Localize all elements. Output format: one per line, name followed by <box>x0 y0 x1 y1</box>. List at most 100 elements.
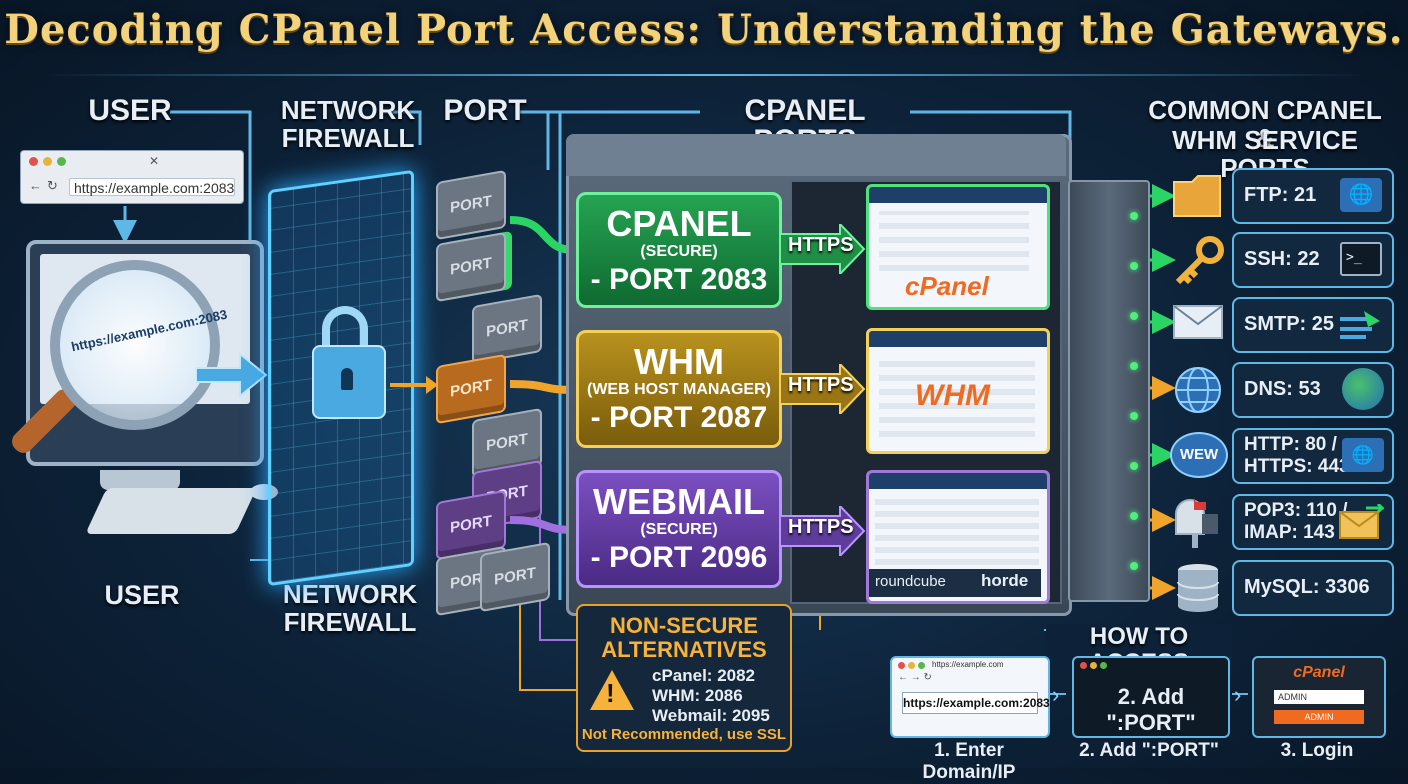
nonsecure-whm: WHM: 2086 <box>652 686 743 705</box>
firewall-to-port-arrow <box>390 376 438 394</box>
step1-tab: https://example.com <box>932 660 1004 669</box>
nonsecure-box: NON-SECURE ALTERNATIVES ! cPanel: 2082 W… <box>576 604 792 752</box>
user-header-bottom: USER <box>104 580 180 610</box>
port-block-2: PORT <box>436 231 506 303</box>
step1-browser: https://example.com ← → ↻ https://exampl… <box>890 656 1050 738</box>
webmail-sub: (SECURE) <box>640 521 718 538</box>
step2-text: 2. Add ":PORT" <box>1106 684 1196 735</box>
close-dot <box>29 157 38 166</box>
firewall-header-top-1: NETWORK <box>280 95 416 125</box>
cpanel-sub: (SECURE) <box>640 243 718 260</box>
service-ftp-label: FTP: 21 <box>1244 184 1317 206</box>
port-block-4: PORT <box>436 353 506 425</box>
webmail-port: - PORT 2096 <box>590 541 768 574</box>
service-ssh-label: SSH: 22 <box>1244 248 1320 270</box>
screenshot-content <box>879 357 1035 437</box>
port-block-1: PORT <box>436 169 506 241</box>
nonsecure-webmail: Webmail: 2095 <box>652 706 770 725</box>
globe-window-icon: 🌐 <box>1342 438 1384 472</box>
cpanel-port: - PORT 2083 <box>590 263 768 296</box>
screenshot-content <box>879 211 1029 271</box>
screenshot-bar <box>869 331 1047 347</box>
browser-window: ✕ ← ↻ https://example.com:2083 <box>20 150 244 204</box>
keyboard <box>85 488 257 534</box>
service-dns-label: DNS: 53 <box>1244 378 1321 400</box>
server-led <box>1130 512 1138 520</box>
screenshot-bar <box>869 473 1047 489</box>
lock-shackle <box>322 306 368 356</box>
envelope-icon <box>1173 305 1223 339</box>
mouse <box>250 484 278 500</box>
back-icon[interactable]: ← <box>29 178 42 193</box>
roundcube-logo: roundcube <box>875 573 946 590</box>
step2-box: 2. Add ":PORT" <box>1072 656 1230 738</box>
cpanel-name: CPANEL <box>606 203 752 244</box>
server-led <box>1130 362 1138 370</box>
nonsecure-cpanel: cPanel: 2082 <box>652 666 756 685</box>
page-title: Decoding CPanel Port Access: Understandi… <box>4 6 1404 53</box>
webmail-logos-bar <box>869 569 1041 597</box>
whm-logo: WHM <box>915 379 990 412</box>
server-tower <box>1068 180 1150 602</box>
cpanel-screenshot: cPanel <box>866 184 1050 310</box>
service-https-label: HTTPS: 443 <box>1244 456 1350 477</box>
nonsecure-title-1: NON-SECURE <box>610 613 758 638</box>
step3-login-button[interactable]: ADMIN <box>1274 710 1364 724</box>
step1-nav-icon: ← → ↻ <box>898 672 932 683</box>
tab-close-icon[interactable]: ✕ <box>149 154 160 168</box>
send-arrows-icon <box>1340 311 1380 339</box>
firewall-header-bottom-1: NETWORK <box>282 579 418 609</box>
mailbox-icon <box>1175 498 1218 548</box>
service-http-label: HTTP: 80 / <box>1244 434 1337 455</box>
step2-caption: 2. Add ":PORT" <box>1079 740 1219 761</box>
server-led <box>1130 462 1138 470</box>
reload-icon[interactable]: ↻ <box>47 178 58 193</box>
folder-icon <box>1173 175 1221 217</box>
step3-caption: 3. Login <box>1280 740 1354 761</box>
url-input[interactable]: https://example.com:2083 <box>69 178 235 196</box>
webmail-name: WEBMAIL <box>593 481 765 522</box>
server-led <box>1130 312 1138 320</box>
service-ftp: FTP: 21 🌐 <box>1232 168 1394 224</box>
service-mysql-label: MySQL: 3306 <box>1244 576 1370 598</box>
server-led <box>1130 262 1138 270</box>
service-mysql: MySQL: 3306 <box>1232 560 1394 616</box>
keyhole-icon <box>341 368 353 390</box>
webmail-port-panel: WEBMAIL (SECURE) - PORT 2096 <box>576 470 782 588</box>
service-ssh: SSH: 22 >_ <box>1232 232 1394 288</box>
whm-screenshot: WHM <box>866 328 1050 454</box>
service-imap-label: IMAP: 143 <box>1244 522 1335 543</box>
service-smtp-label: SMTP: 25 <box>1244 313 1335 335</box>
user-header-top: USER <box>88 94 172 127</box>
service-mail: POP3: 110 / IMAP: 143 <box>1232 494 1394 550</box>
minimize-dot <box>43 157 52 166</box>
minimize-dot <box>1090 662 1097 669</box>
user-to-firewall-arrow <box>196 351 268 399</box>
minimize-dot <box>908 662 915 669</box>
server-led <box>1130 562 1138 570</box>
monitor-stand <box>100 470 180 490</box>
close-dot <box>898 662 905 669</box>
port-header: PORT <box>443 94 527 127</box>
cpanel-logo: cPanel <box>905 271 989 301</box>
whm-port: - PORT 2087 <box>590 401 768 434</box>
service-http: HTTP: 80 / HTTPS: 443 🌐 <box>1232 428 1394 484</box>
www-icon: WEW <box>1170 432 1228 478</box>
nonsecure-title-2: ALTERNATIVES <box>601 637 767 662</box>
magnifier-icon <box>50 260 220 430</box>
https-label-cpanel: HTTPS <box>788 234 854 256</box>
service-dns: DNS: 53 <box>1232 362 1394 418</box>
terminal-icon: >_ <box>1340 242 1382 276</box>
service-smtp: SMTP: 25 <box>1232 297 1394 353</box>
step1-url-input[interactable]: https://example.com:2083 <box>902 692 1050 714</box>
whm-sub: (WEB HOST MANAGER) <box>587 381 771 398</box>
step3-username-input[interactable]: ADMIN <box>1274 690 1364 704</box>
key-icon <box>1175 236 1224 285</box>
step-chevron-icon: › <box>1234 682 1242 707</box>
server-led <box>1130 412 1138 420</box>
https-label-webmail: HTTPS <box>788 516 854 538</box>
https-arrow-whm <box>780 364 866 414</box>
screenshot-bar <box>869 187 1047 203</box>
globe-window-icon: 🌐 <box>1340 178 1382 212</box>
service-pop3-label: POP3: 110 / <box>1244 500 1348 521</box>
